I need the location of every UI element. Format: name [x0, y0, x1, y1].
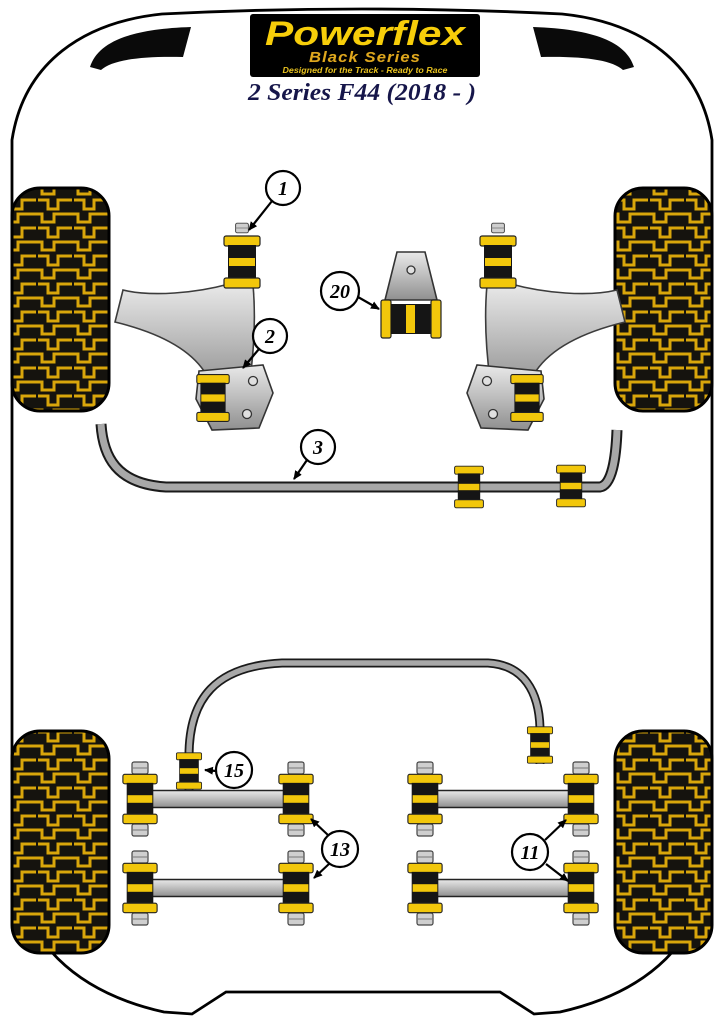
callout-20: 20 — [319, 270, 380, 312]
front-arm-top-bolt — [235, 222, 249, 234]
callout-11-label: 11 — [521, 842, 540, 864]
brand-logo: Powerflex Black Series Designed for the … — [250, 14, 480, 77]
callout-20-arrow — [357, 296, 380, 310]
tire-rear-left — [10, 729, 111, 955]
callout-11-arrow-lower — [545, 863, 569, 882]
tire-rear-right — [613, 729, 714, 955]
car-body-outline — [10, 7, 714, 1016]
callout-1-arrow — [248, 200, 273, 231]
callout-2-circle — [251, 317, 289, 355]
engine-mount-bolt — [406, 265, 416, 275]
callout-1-label: 1 — [278, 178, 288, 200]
front-arb-bushing-left — [454, 465, 484, 509]
brand-tagline: Designed for the Track - Ready to Race — [283, 66, 449, 75]
callout-15: 15 — [204, 750, 254, 790]
callout-13-circle — [320, 829, 360, 869]
tire-front-right — [613, 186, 714, 413]
callout-20-label: 20 — [329, 281, 350, 303]
brand-logo-box — [250, 14, 480, 77]
front-arm-front-bushing-left — [223, 235, 261, 289]
callout-1-circle — [264, 169, 302, 207]
brand-name: Powerflex — [265, 15, 468, 53]
callout-3-circle — [299, 428, 337, 466]
cowl-vent-right — [533, 27, 634, 70]
callout-2: 2 — [242, 317, 289, 369]
callout-20-circle — [319, 270, 361, 312]
callout-11: 11 — [510, 819, 569, 882]
callout-2-arrow — [242, 348, 260, 369]
callout-2-label: 2 — [264, 326, 275, 348]
callout-13-label: 13 — [330, 839, 350, 861]
bracket-bolt — [247, 375, 259, 387]
rear-arb-bushing-left — [175, 752, 203, 790]
front-suspension-left — [114, 222, 274, 431]
callout-15-circle — [214, 750, 254, 790]
front-arb-bushing-right — [556, 464, 586, 508]
callout-3: 3 — [293, 428, 337, 480]
bracket-bolt — [241, 408, 253, 420]
callout-3-label: 3 — [312, 437, 323, 459]
cowl-vent-left — [90, 27, 191, 70]
rear-arb-bushing-right — [526, 726, 554, 764]
callout-13: 13 — [310, 818, 360, 879]
callout-3-arrow — [293, 459, 308, 480]
brand-series: Black Series — [309, 49, 421, 66]
rear-anti-roll-bar — [175, 658, 554, 792]
callout-15-arrow — [204, 766, 217, 775]
callout-15-label: 15 — [224, 760, 244, 782]
front-anti-roll-bar — [95, 423, 623, 509]
callout-13-arrow-upper — [310, 818, 330, 837]
front-arm-rear-bushing-left — [196, 374, 230, 422]
lower-engine-mount — [380, 251, 442, 339]
callout-11-circle — [510, 832, 550, 872]
callout-11-arrow-upper — [544, 819, 567, 841]
callout-13-arrow-lower — [313, 862, 331, 879]
page-title: 2 Series F44 (2018 - ) — [247, 80, 476, 106]
engine-mount-bushing — [380, 299, 442, 339]
callout-1: 1 — [248, 169, 302, 231]
tire-front-left — [10, 186, 111, 413]
